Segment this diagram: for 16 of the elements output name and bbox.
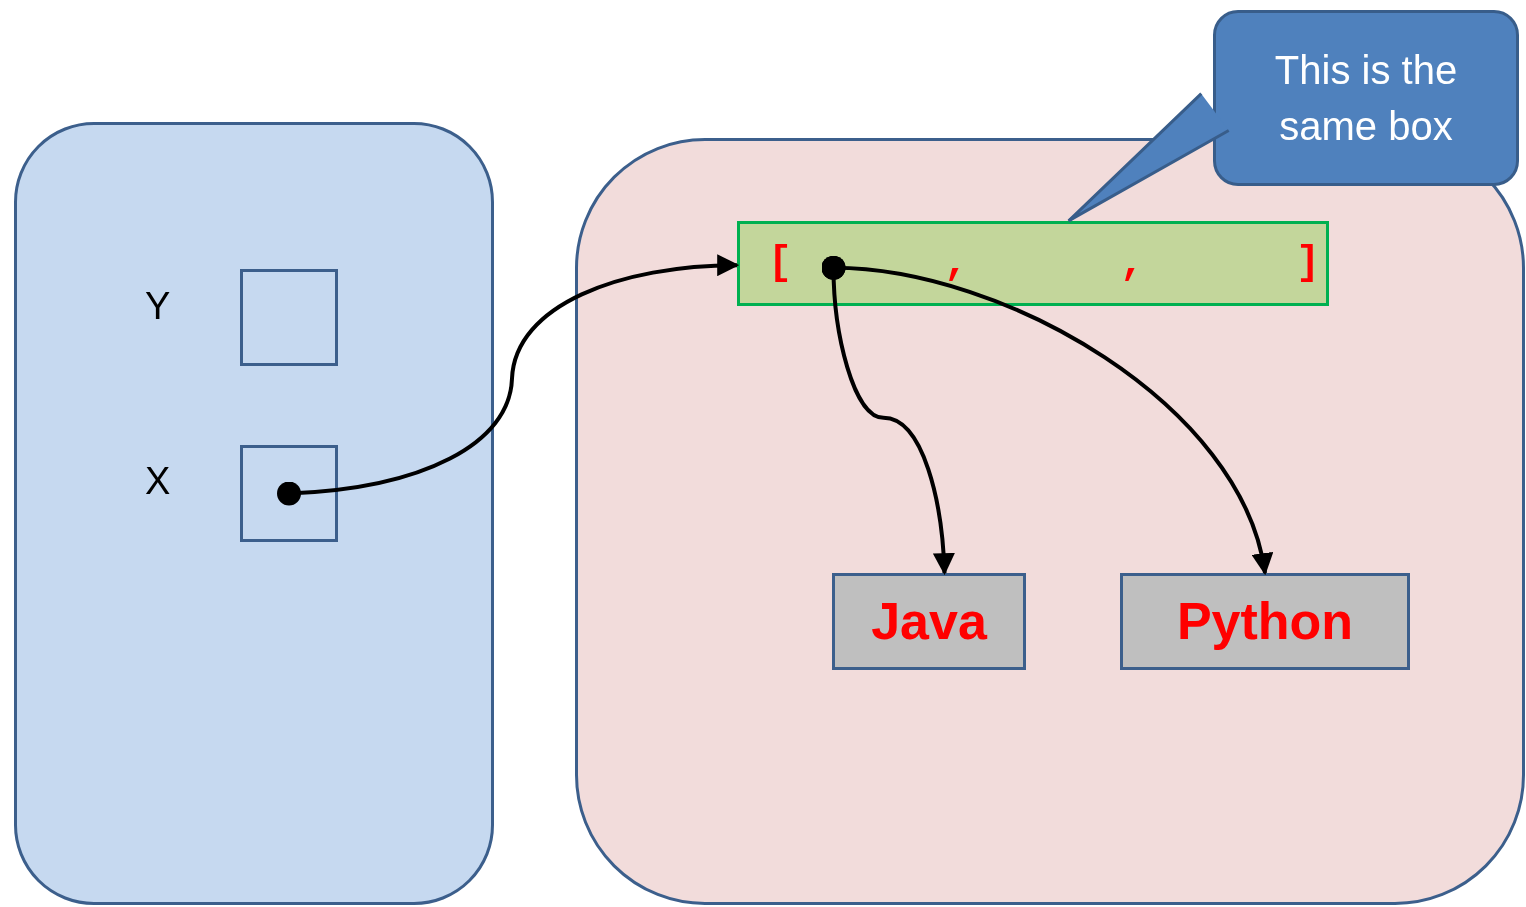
variable-name: Y — [145, 285, 171, 328]
arrow — [277, 254, 740, 506]
callout-text: This is the same box — [1273, 47, 1459, 150]
callout-box — [1213, 10, 1519, 186]
heap-region — [575, 138, 1525, 905]
list-box — [737, 221, 1329, 306]
variable-name: X — [145, 460, 171, 503]
string-value: Java — [871, 591, 987, 653]
string-box — [832, 573, 1026, 670]
variable-box — [240, 269, 338, 366]
memory-frame — [14, 122, 494, 905]
arrow — [821, 255, 1272, 576]
variable-box — [240, 445, 338, 542]
string-box — [1120, 573, 1410, 670]
list-literal: [ , , ] — [768, 239, 1321, 288]
string-value: Python — [1176, 591, 1354, 653]
